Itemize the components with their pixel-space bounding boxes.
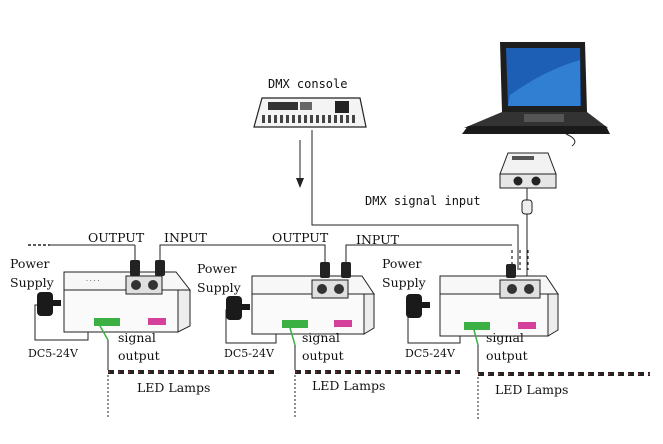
unit1-power-label-2: Supply <box>10 275 55 290</box>
unit1-power-label-1: Power <box>10 256 50 271</box>
dmx-plug <box>521 188 533 215</box>
dmx-console: DMX console <box>253 77 367 128</box>
unit1-signal-label-2: output <box>118 348 160 363</box>
controller-unit-1: OUTPUT Power Supply · · · · DC5-24V sign… <box>10 230 275 418</box>
controller-unit-3: INPUT Power Supply DC5-24V signal output… <box>356 232 650 420</box>
unit3-led-label: LED Lamps <box>495 382 568 397</box>
laptop <box>462 42 610 134</box>
unit3-voltage: DC5-24V <box>405 347 456 360</box>
chain-cables <box>28 244 512 262</box>
unit2-led-label: LED Lamps <box>312 378 385 393</box>
unit2-power-label-1: Power <box>197 261 237 276</box>
unit1-led-label: LED Lamps <box>137 380 210 395</box>
unit2-signal-label-1: signal <box>302 330 340 345</box>
unit1-voltage: DC5-24V <box>28 347 79 360</box>
unit2-input-label: INPUT <box>164 230 208 245</box>
dmx-signal-input-label: DMX signal input <box>365 194 481 208</box>
unit1-output-label: OUTPUT <box>88 230 145 245</box>
controller-unit-2: INPUT OUTPUT Power Supply DC5-24V signal… <box>164 230 460 418</box>
usb-dmx-converter <box>499 152 557 189</box>
unit2-signal-label-2: output <box>302 348 344 363</box>
dmx-console-label: DMX console <box>268 77 347 91</box>
unit2-output-label: OUTPUT <box>272 230 329 245</box>
unit2-voltage: DC5-24V <box>224 347 275 360</box>
unit3-power-label-1: Power <box>382 256 422 271</box>
unit2-power-label-2: Supply <box>197 280 242 295</box>
unit3-signal-label-1: signal <box>486 330 524 345</box>
console-arrow <box>296 140 304 188</box>
unit3-signal-label-2: output <box>486 348 528 363</box>
unit1-signal-label-1: signal <box>118 330 156 345</box>
svg-text:· · · ·: · · · · <box>86 278 99 285</box>
unit3-input-label: INPUT <box>356 232 400 247</box>
unit3-power-label-2: Supply <box>382 275 427 290</box>
